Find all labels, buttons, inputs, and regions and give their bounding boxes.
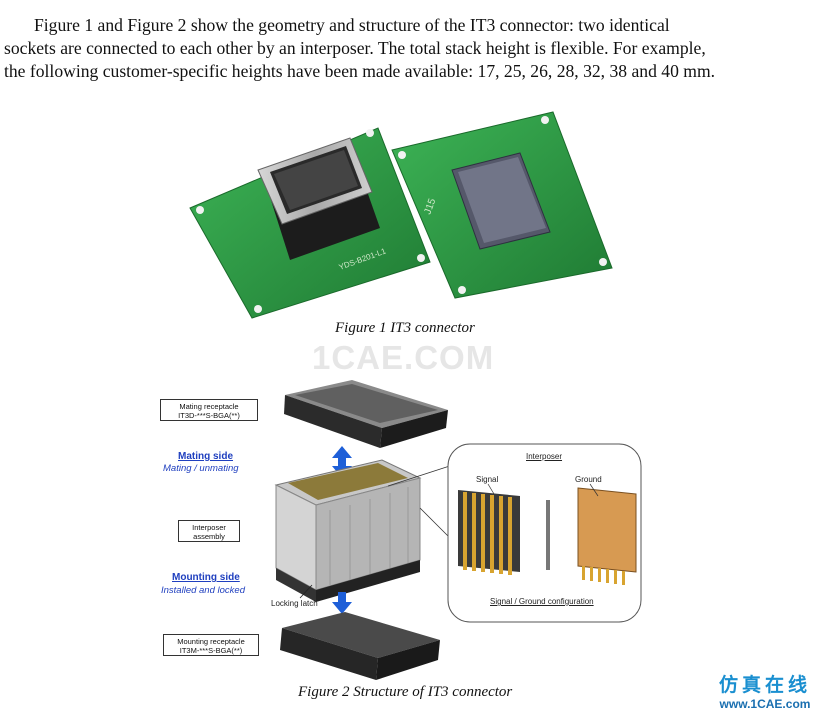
intro-paragraph: Figure 1 and Figure 2 show the geometry …: [4, 14, 816, 83]
mounting-receptacle-part: [280, 612, 440, 680]
site-brand-logo: 仿真在线 www.1CAE.com: [719, 670, 811, 711]
figure-2-caption: Figure 2 Structure of IT3 connector: [298, 684, 513, 700]
left-pcb-board: YDS-B201-L1: [189, 127, 431, 319]
paragraph-line-3: the following customer-specific heights …: [4, 61, 716, 81]
mating-side-title: Mating side: [178, 451, 234, 462]
inset-config-label: Signal / Ground configuration: [490, 597, 594, 606]
mating-receptacle-code: IT3D-***S-BGA(**): [178, 411, 240, 420]
mounting-side-title: Mounting side: [172, 572, 240, 583]
mounting-receptacle-label: Mounting receptacle IT3M-***S-BGA(**): [163, 634, 259, 656]
board-mark-j15: J15: [422, 197, 438, 216]
brand-cn-text: 仿真在线: [718, 674, 811, 696]
inset-title: Interposer: [526, 452, 563, 461]
paragraph-line-2: sockets are connected to each other by a…: [4, 38, 706, 58]
figure-1-photo: J15 YDS-B201-L1: [189, 111, 613, 319]
figure-1-caption: Figure 1 IT3 connector: [335, 320, 475, 336]
interposer-assembly-label: Interposer assembly: [178, 520, 240, 542]
ground-interposer-part: [577, 487, 637, 585]
interposer-assembly-line2: assembly: [193, 532, 225, 541]
mating-receptacle-part: [284, 380, 448, 448]
brand-url-text: www.1CAE.com: [719, 697, 811, 711]
mating-receptacle-label: Mating receptacle IT3D-***S-BGA(**): [160, 399, 258, 421]
signal-interposer-part: [458, 490, 550, 575]
inset-ground-label: Ground: [575, 475, 602, 484]
interposer-assembly-part: [274, 459, 422, 602]
paragraph-line-1: Figure 1 and Figure 2 show the geometry …: [34, 15, 670, 35]
inset-signal-label: Signal: [476, 475, 499, 484]
interposer-assembly-line1: Interposer: [192, 523, 226, 532]
mounting-receptacle-code: IT3M-***S-BGA(**): [179, 646, 243, 655]
mounting-receptacle-name: Mounting receptacle: [177, 637, 245, 646]
mating-receptacle-name: Mating receptacle: [179, 402, 239, 411]
right-pcb-board: J15: [391, 111, 613, 299]
mounting-arrow-icon: [332, 592, 352, 614]
locking-latch-label: Locking latch: [271, 599, 318, 608]
watermark: 1CAE.COM: [312, 339, 495, 376]
mating-side-subtitle: Mating / unmating: [163, 463, 239, 474]
mounting-side-subtitle: Installed and locked: [161, 585, 245, 596]
